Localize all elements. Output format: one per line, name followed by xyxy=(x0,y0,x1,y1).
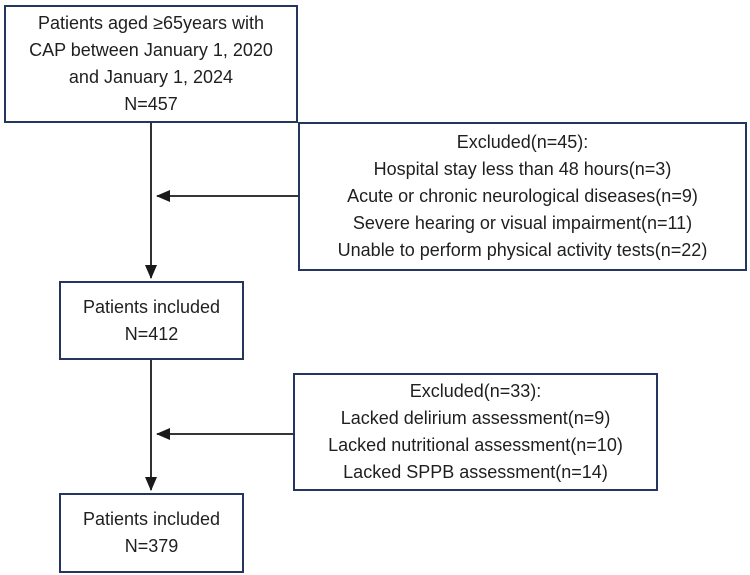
box-excluded-first: Excluded(n=45): Hospital stay less than … xyxy=(298,122,747,271)
excluded-reason: Lacked delirium assessment(n=9) xyxy=(340,408,611,428)
excluded-reason: Severe hearing or visual impairment(n=11… xyxy=(352,213,693,233)
excluded-reason: Unable to perform physical activity test… xyxy=(337,240,708,260)
box-text-line: CAP between January 1, 2020 xyxy=(29,40,273,60)
box-text-line: and January 1, 2024 xyxy=(68,67,234,87)
excluded-header: Excluded(n=33): xyxy=(409,381,542,401)
excluded-reason: Lacked SPPB assessment(n=14) xyxy=(343,462,608,482)
box-initial-cohort: Patients aged ≥65years with CAP between … xyxy=(4,5,298,123)
box-count: N=379 xyxy=(124,536,179,556)
box-included-final: Patients included N=379 xyxy=(59,493,244,573)
excluded-reason: Hospital stay less than 48 hours(n=3) xyxy=(373,159,672,179)
box-count: N=457 xyxy=(124,94,178,114)
box-count: N=412 xyxy=(124,323,179,344)
excluded-header: Excluded(n=45): xyxy=(456,132,589,152)
box-text-line: Patients included xyxy=(82,509,221,529)
box-included-first: Patients included N=412 xyxy=(59,281,244,360)
box-text-line: Patients aged ≥65years with xyxy=(37,13,264,33)
excluded-reason: Lacked nutritional assessment(n=10) xyxy=(328,435,623,455)
box-excluded-second: Excluded(n=33): Lacked delirium assessme… xyxy=(293,373,658,491)
box-text-line: Patients included xyxy=(82,296,221,317)
excluded-reason: Acute or chronic neurological diseases(n… xyxy=(347,186,698,206)
